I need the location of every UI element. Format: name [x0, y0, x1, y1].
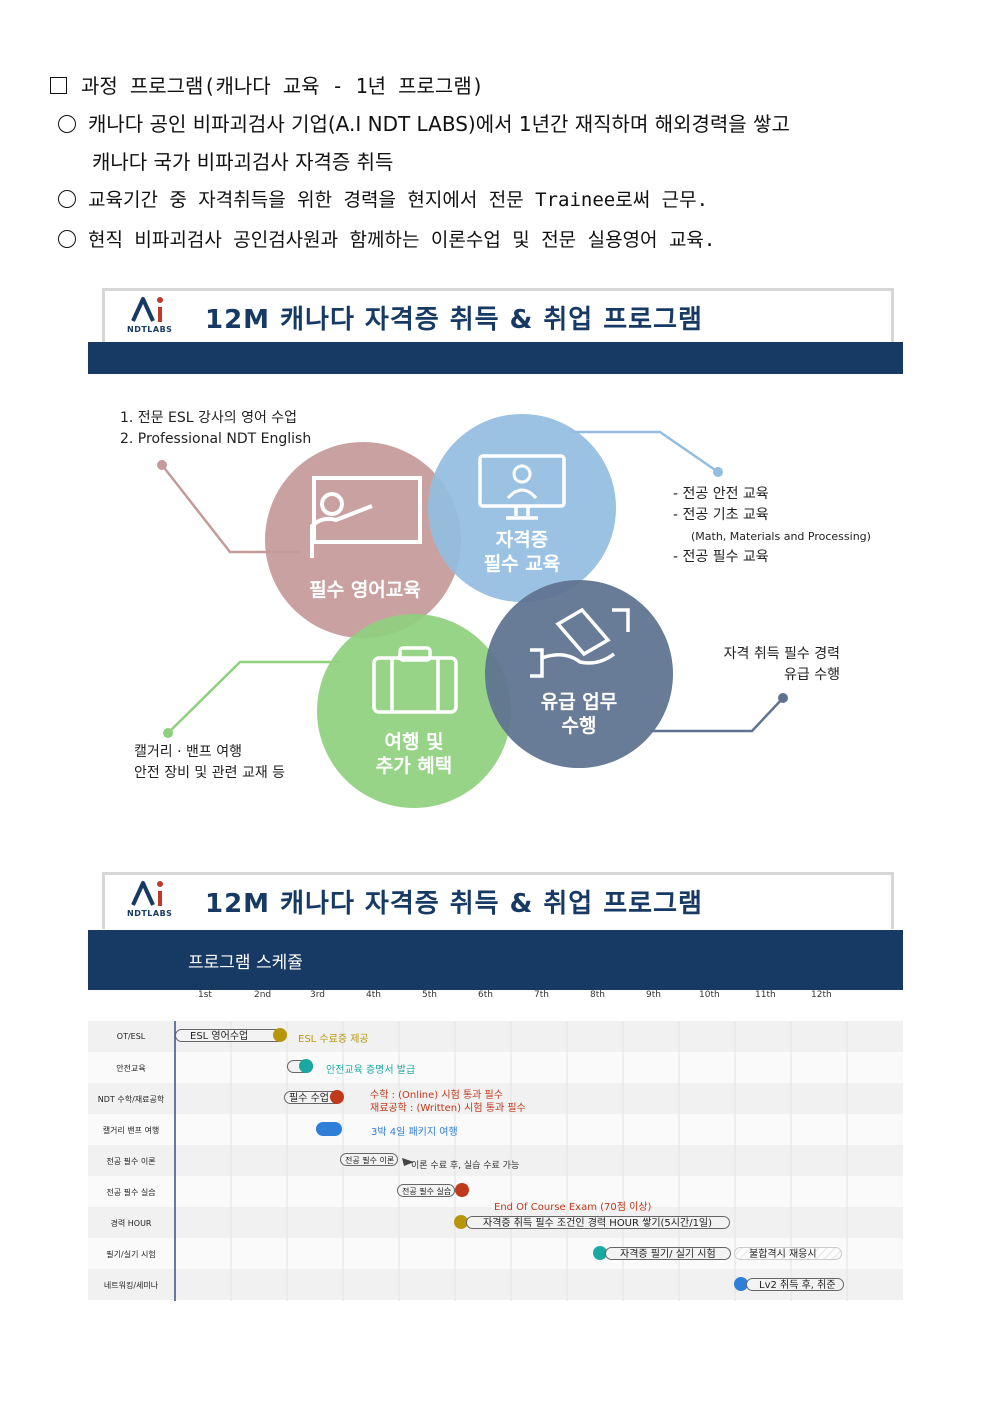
- bullet-line-2: 교육기간 중 자격취득을 위한 경력을 현지에서 전문 Trainee로써 근무…: [58, 185, 708, 212]
- hours-bar: 자격증 취득 필수 조건인 경력 HOUR 쌓기(5시간/1일): [466, 1216, 730, 1229]
- circle-bullet-icon: [58, 230, 76, 248]
- row-label-safety: 안전교육: [116, 1064, 146, 1073]
- retest-bar: 불합격시 재응시: [734, 1247, 842, 1260]
- exam-note: End Of Course Exam (70점 이상): [494, 1202, 652, 1213]
- row-label-hours: 경력 HOUR: [110, 1219, 152, 1228]
- suitcase-icon: [372, 646, 458, 714]
- row-label-networking: 네트워킹/세미나: [103, 1281, 159, 1290]
- certification-notes: - 전공 안전 교육 - 전공 기초 교육 (Math, Materials a…: [673, 486, 871, 565]
- math-note-1: 수학 : (Online) 시험 통과 필수: [370, 1090, 503, 1101]
- esl-bar: ESL 영어수업: [175, 1029, 285, 1042]
- presenter-icon: [310, 476, 422, 558]
- banner-title: 12M 캐나다 자격증 취득 & 취업 프로그램: [205, 889, 703, 919]
- section-heading: 과정 프로그램(캐나다 교육 - 1년 프로그램): [50, 70, 484, 99]
- certification-circle: [428, 414, 616, 602]
- program-banner: NDTLABS 12M 캐나다 자격증 취득 & 취업 프로그램: [88, 288, 903, 374]
- practice-dot: [455, 1183, 469, 1197]
- row-label-exam: 필기/실기 시험: [106, 1250, 156, 1259]
- network-dot: [734, 1277, 748, 1291]
- trip-bar: [316, 1122, 342, 1136]
- row-label-math: NDT 수학/재료공학: [97, 1095, 165, 1104]
- arrow-icon: [402, 1158, 414, 1166]
- esl-note: ESL 수료증 제공: [298, 1034, 369, 1045]
- schedule-banner: NDTLABS 12M 캐나다 자격증 취득 & 취업 프로그램 프로그램 스케…: [88, 872, 903, 990]
- bullet-line-3: 현직 비파괴검사 공인검사원과 함께하는 이론수업 및 전문 실용영어 교육.: [58, 225, 715, 252]
- row-label-practice: 전공 필수 실습: [106, 1188, 156, 1197]
- theory-note: 이론 수료 후, 실습 수료 가능: [411, 1161, 520, 1171]
- safety-dot: [299, 1059, 313, 1073]
- paid-work-circle-label: 유급 업무 수행: [540, 691, 618, 737]
- network-bar: Lv2 취득 후, 취준: [746, 1278, 844, 1291]
- test-bar: 자격증 필기/ 실기 시험: [605, 1247, 731, 1260]
- ndt-labs-logo-icon: [131, 881, 163, 906]
- row-label-trip: 캘거리 밴프 여행: [102, 1126, 160, 1135]
- travel-circle-label: 여행 및 추가 혜택: [375, 731, 453, 777]
- trip-note: 3박 4일 패키지 여행: [371, 1127, 458, 1138]
- english-circle-label: 필수 영어교육: [309, 579, 421, 601]
- math-note-2: 재료공학 : (Written) 시험 통과 필수: [370, 1103, 526, 1114]
- theory-bar: 전공 필수 이론: [340, 1153, 398, 1166]
- bullet-line-1-cont: 캐나다 국가 비파괴검사 자격증 취득: [92, 150, 394, 174]
- square-bullet-icon: [50, 77, 67, 94]
- bullet-line-1: 캐나다 공인 비파괴검사 기업(A.I NDT LABS)에서 1년간 재직하며…: [58, 108, 790, 137]
- hours-dot: [454, 1215, 468, 1229]
- ndt-labs-logo-icon: [131, 297, 163, 322]
- certification-circle-label: 자격증 필수 교육: [483, 529, 561, 575]
- circle-bullet-icon: [58, 190, 76, 208]
- program-schedule: 1st 2nd 3rd 4th 5th 6th 7th 8th 9th 10th…: [88, 990, 903, 1302]
- monitor-person-icon: [478, 454, 566, 520]
- english-notes: 1. 전문 ESL 강사의 영어 수업 2. Professional NDT …: [120, 410, 312, 447]
- row-label-theory: 전공 필수 이론: [106, 1157, 156, 1166]
- math-dot: [330, 1090, 344, 1104]
- esl-dot: [273, 1028, 287, 1042]
- banner-title: 12M 캐나다 자격증 취득 & 취업 프로그램: [205, 305, 703, 335]
- travel-notes: 캘거리 · 밴프 여행 안전 장비 및 관련 교재 등: [134, 744, 286, 781]
- paid-work-notes: 자격 취득 필수 경력 유급 수행: [723, 646, 840, 683]
- test-dot: [593, 1246, 607, 1260]
- safety-note: 안전교육 증명서 발급: [326, 1065, 416, 1076]
- schedule-subtitle: 프로그램 스케쥴: [188, 953, 303, 973]
- practice-bar: 전공 필수 실습: [397, 1184, 455, 1197]
- row-label-ot-esl: OT/ESL: [116, 1032, 146, 1041]
- circle-bullet-icon: [58, 115, 76, 133]
- handshake-money-icon: [530, 607, 630, 678]
